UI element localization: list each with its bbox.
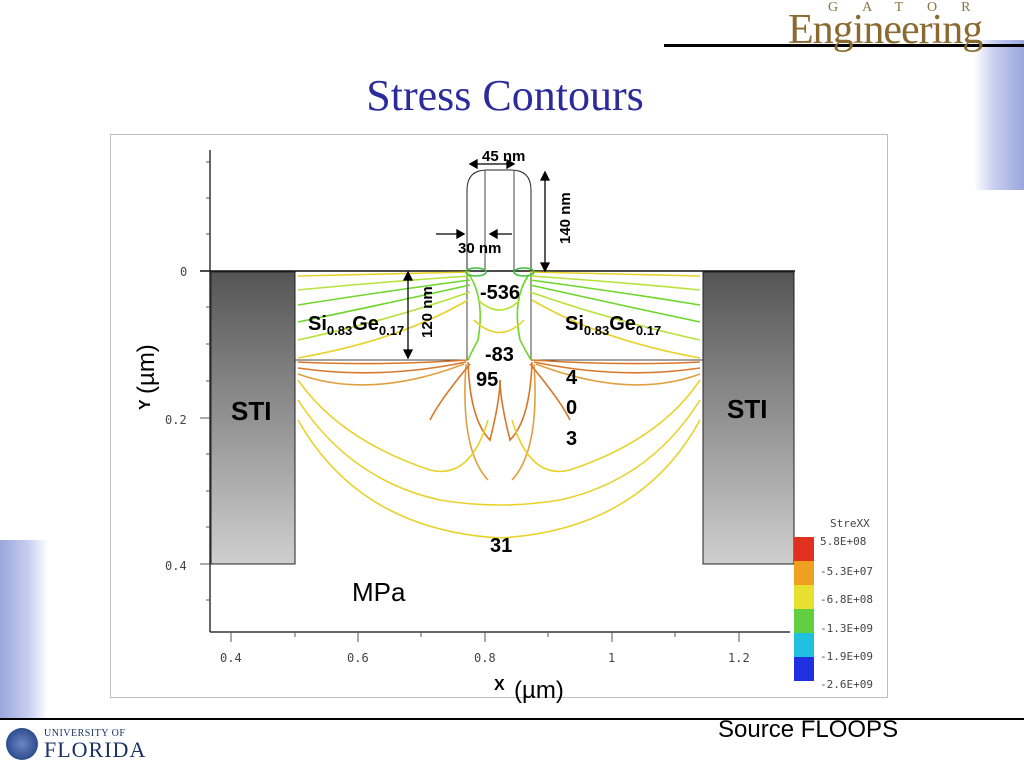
sige-left-label: Si0.83Ge0.17 [308, 313, 404, 338]
colorbar-swatch [794, 633, 814, 657]
contour-line [297, 284, 471, 323]
y-axis-title: Y (µm) [133, 344, 160, 410]
stress-label-left-low: 95 [476, 369, 498, 391]
x-tick-label: 0.8 [474, 651, 496, 665]
logo-engineering-text: Engineering [788, 7, 983, 53]
sti-left-region [210, 271, 296, 565]
contour-line [297, 379, 489, 473]
contour-line [529, 284, 701, 323]
header-rule [664, 44, 1024, 47]
stress-label-top: -536 [480, 282, 520, 304]
contour-line [297, 363, 465, 386]
colorbar-swatch [794, 657, 814, 681]
colorbar-title: StreXX [830, 517, 870, 530]
gate-width-label: 45 nm [482, 148, 525, 165]
sige-right-label: Si0.83Ge0.17 [565, 313, 661, 338]
x-tick-label: 1.2 [728, 651, 750, 665]
dimension-markers [402, 158, 551, 360]
contour-line [297, 275, 471, 291]
contour-line [531, 359, 701, 365]
colorbar: StreXX 5.8E+08 -5.3E+07 -6.8E+08 -1.3E+0… [794, 517, 873, 691]
y-tick-label: 0.4 [165, 559, 187, 573]
sti-right-region [702, 271, 795, 565]
engineering-logo: GATOR Engineering [788, 0, 1018, 53]
stress-label-bottom: 31 [490, 535, 512, 557]
contour-line [297, 299, 469, 359]
stress-contours [297, 267, 701, 539]
colorbar-swatch [794, 537, 814, 561]
x-tick-label: 1 [608, 651, 615, 665]
left-edge-decoration [0, 540, 48, 720]
colorbar-swatch [794, 561, 814, 585]
contour-line [511, 379, 701, 473]
colorbar-label: -5.3E+07 [820, 565, 873, 578]
contour-line [297, 359, 469, 365]
contour-line [529, 279, 701, 306]
uf-logo-line2: FLORIDA [44, 737, 147, 762]
contour-line [297, 361, 467, 374]
colorbar-swatch [794, 585, 814, 609]
stress-label-mid: -83 [485, 344, 514, 366]
y-axis-label: Y [137, 399, 154, 410]
x-tick-label: 0.6 [347, 651, 369, 665]
contour-line [529, 363, 571, 421]
y-tick-label: 0 [180, 265, 187, 279]
y-tick-label: 0.2 [165, 413, 187, 427]
contour-line [511, 363, 536, 481]
contour-line [297, 399, 701, 506]
spacer-width-label: 30 nm [458, 240, 501, 257]
contour-line [467, 361, 501, 442]
y-minor-ticks [200, 161, 210, 601]
sti-right-label: STI [727, 394, 767, 424]
x-ticks [230, 632, 740, 642]
stress-label-right-digit: 0 [566, 397, 577, 419]
contour-line [529, 291, 701, 341]
logo-gator-text: GATOR [828, 0, 995, 15]
contour-line [465, 267, 487, 277]
uf-logo-line1: UNIVERSITY OF [44, 728, 126, 739]
contour-line [533, 361, 701, 374]
gate-spacer-outline [466, 169, 532, 271]
y-axis-unit: (µm) [133, 344, 160, 394]
unit-label: MPa [352, 577, 406, 607]
contour-line [297, 291, 471, 341]
contour-line [499, 361, 533, 442]
colorbar-label: -2.6E+09 [820, 678, 873, 691]
university-seal-icon [6, 728, 38, 760]
contour-line [429, 363, 471, 421]
contour-line [297, 419, 701, 539]
contour-line [531, 299, 701, 359]
contour-line [467, 275, 482, 361]
footer-rule [0, 718, 1024, 720]
right-edge-decoration [974, 40, 1024, 190]
contour-line [535, 363, 701, 386]
stress-label-right-digit: 3 [566, 428, 577, 450]
colorbar-swatch [794, 609, 814, 633]
source-credit: Source FLOOPS [718, 716, 899, 743]
x-axis-label: X [494, 677, 505, 694]
contour-line [464, 363, 489, 481]
university-logo: UNIVERSITY OF FLORIDA [4, 726, 204, 766]
sti-left-label: STI [231, 396, 271, 426]
contour-line [477, 299, 521, 311]
contour-line [529, 271, 701, 277]
colorbar-label: -6.8E+08 [820, 593, 873, 606]
colorbar-label: 5.8E+08 [820, 535, 866, 548]
colorbar-label: -1.9E+09 [820, 650, 873, 663]
contour-line [513, 267, 535, 277]
depth-label: 120 nm [419, 286, 436, 338]
stress-label-right-digit: 4 [566, 367, 578, 389]
gate-height-label: 140 nm [557, 192, 574, 244]
slide-title: Stress Contours [366, 71, 644, 120]
x-tick-label: 0.4 [220, 651, 242, 665]
contour-line [516, 275, 532, 361]
contour-line [297, 271, 471, 277]
x-axis-unit: (µm) [514, 677, 564, 704]
colorbar-label: -1.3E+09 [820, 622, 873, 635]
contour-line [473, 319, 525, 334]
contour-line [297, 279, 471, 306]
contour-line [529, 275, 701, 291]
